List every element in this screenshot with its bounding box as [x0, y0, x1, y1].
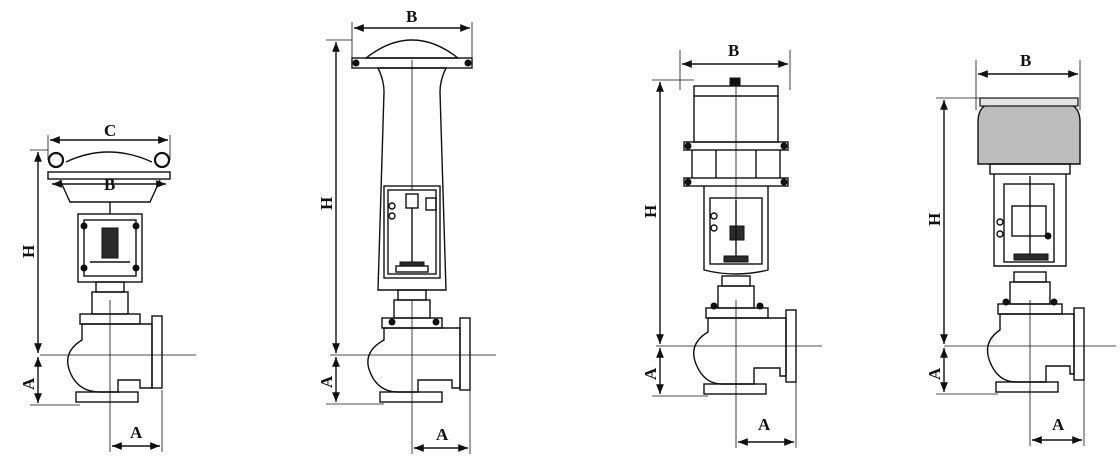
dim-label-a1-side: A	[19, 377, 38, 390]
dim-label-a3-bottom: A	[758, 415, 771, 434]
valve-drawing-4: B H A A	[925, 51, 1116, 446]
dim-label-b4: B	[1020, 51, 1031, 70]
valve-drawing-3: B	[641, 41, 822, 448]
dim-label-a4-bottom: A	[1052, 415, 1065, 434]
dim-label-h2: H	[317, 197, 336, 210]
dim-label-b2: B	[406, 7, 417, 26]
dim-label-a1-bottom: A	[130, 423, 143, 442]
dim-label-h4: H	[925, 213, 944, 226]
dim-label-a4-side: A	[925, 367, 944, 380]
valve-drawing-2: B H A	[317, 7, 496, 454]
dim-label-a3-side: A	[641, 367, 660, 380]
dim-label-b3: B	[728, 41, 739, 60]
dim-label-h3: H	[641, 205, 660, 218]
dim-label-a2-side: A	[317, 375, 336, 388]
dim-label-a2-bottom: A	[436, 425, 449, 444]
dim-label-b1: B	[104, 175, 115, 194]
dim-label-h1: H	[19, 245, 38, 258]
dim-label-c: C	[104, 121, 116, 140]
valve-drawing-1: C B H A	[19, 121, 196, 452]
